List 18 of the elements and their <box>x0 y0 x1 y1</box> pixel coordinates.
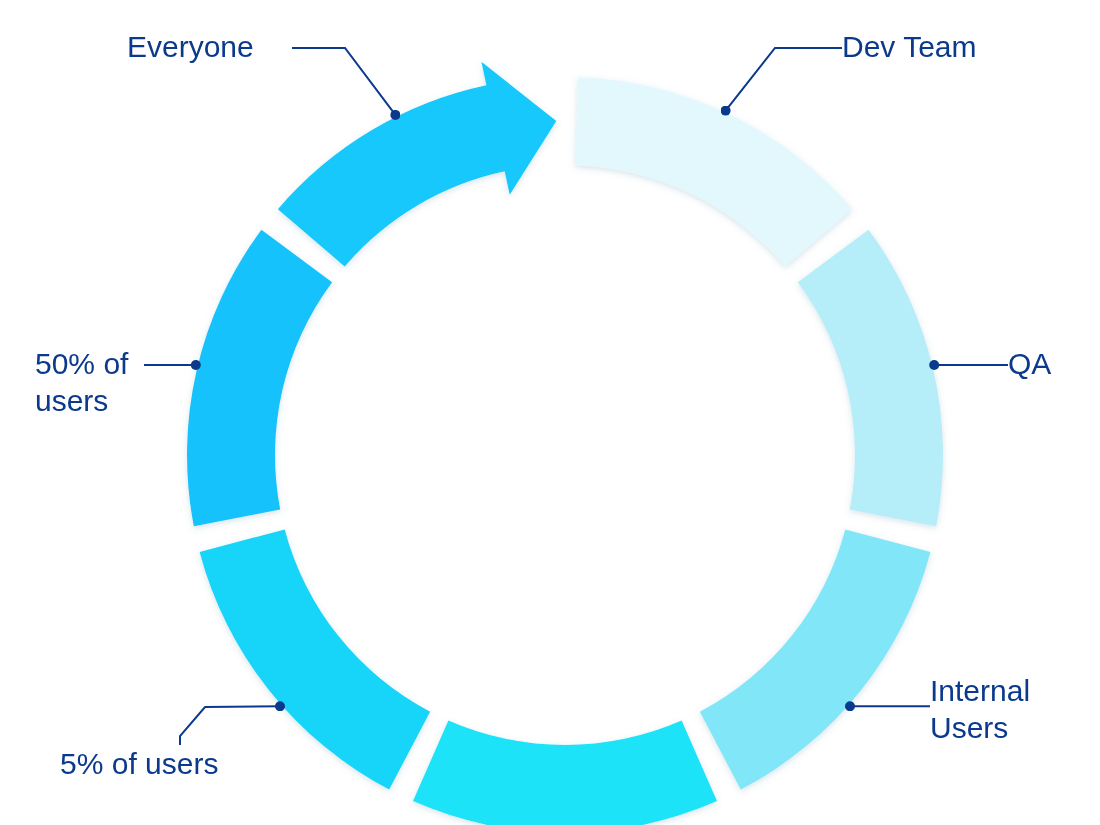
segment-label: Dev Team <box>842 29 978 65</box>
leader-line <box>179 701 285 746</box>
leader-line <box>845 701 931 712</box>
ring-segment <box>413 720 717 825</box>
ring-segment <box>797 229 943 527</box>
leader-line <box>720 47 843 116</box>
segment-label: 5% of users <box>60 746 220 782</box>
leader-line <box>929 360 1009 370</box>
ring-segment <box>699 529 931 790</box>
leader-line <box>143 360 201 370</box>
ring-arrow-segment <box>277 61 557 267</box>
segment-label: 50% of users <box>35 346 130 419</box>
segment-label: Everyone <box>127 29 255 65</box>
leader-line <box>291 47 401 120</box>
ring-segment <box>575 77 853 267</box>
segment-label: Internal Users <box>930 673 1032 746</box>
ring-segment <box>187 229 333 527</box>
segment-label: QA <box>1008 346 1053 382</box>
